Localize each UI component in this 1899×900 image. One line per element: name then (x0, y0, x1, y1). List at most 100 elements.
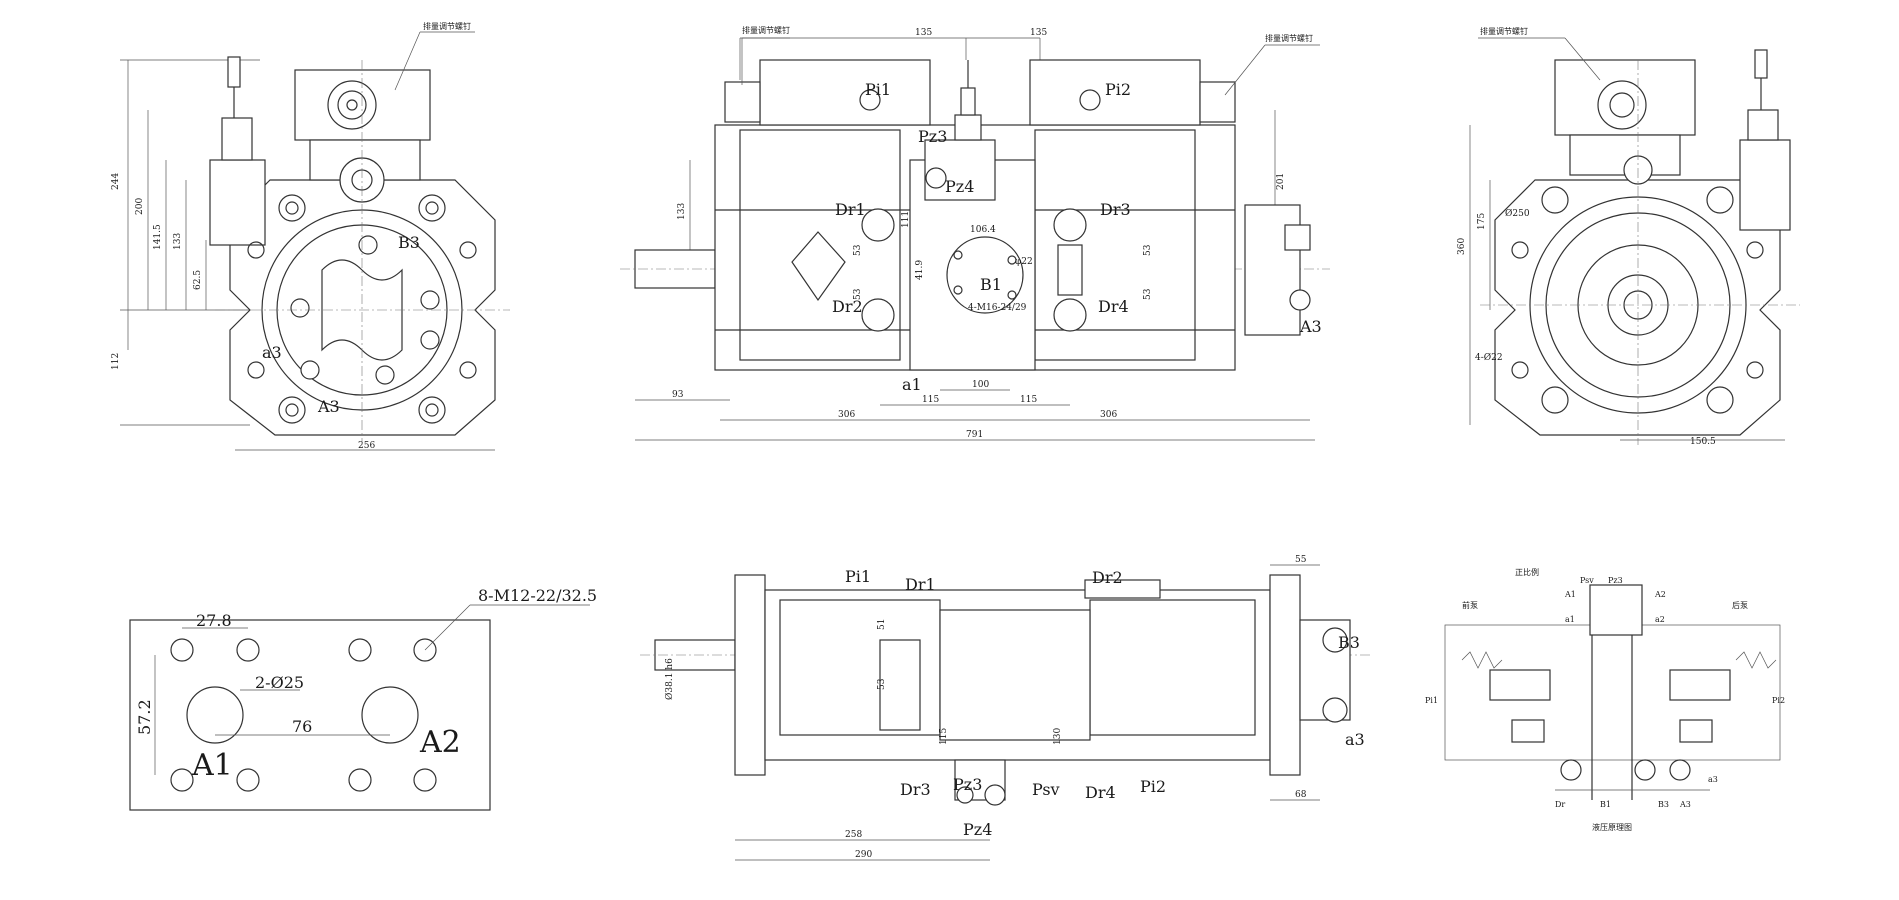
top-dim-53: 53 (877, 678, 887, 690)
port-pi1: Pi1 (865, 80, 891, 99)
schem-a2s: a2 (1655, 615, 1665, 624)
port-dr4: Dr4 (1098, 297, 1129, 316)
dim-306-right: 306 (1100, 410, 1117, 420)
dim-holes: 4-Ø22 (1475, 352, 1503, 363)
port-a1: a1 (902, 375, 922, 394)
port-b3-left: B3 (398, 233, 420, 252)
port-b1: B1 (980, 275, 1002, 294)
top-view: 55 68 258 290 Ø38.1 h6 53 51 130 115 Pi1… (640, 555, 1370, 861)
top-dim-68: 68 (1295, 790, 1307, 800)
top-dim-115: 115 (939, 728, 949, 745)
schem-pi2: Pi2 (1772, 696, 1785, 705)
schem-title: 液压原理图 (1592, 822, 1632, 832)
dim-115-right: 115 (1020, 395, 1037, 405)
flange-dim-27: 27.8 (196, 611, 232, 630)
dim-306-left: 306 (838, 410, 855, 420)
schem-a2: A2 (1654, 590, 1666, 599)
top-port-pz4: Pz4 (963, 820, 992, 839)
top-shaft: Ø38.1 h6 (664, 658, 675, 700)
dim-phi22: φ22 (1015, 257, 1033, 267)
dim-112: 112 (111, 353, 121, 370)
port-a3s-left: a3 (262, 343, 282, 362)
flange-thread: 8-M12-22/32.5 (478, 586, 597, 605)
dim-106: 106.4 (970, 225, 996, 235)
dim-141: 141.5 (153, 224, 163, 250)
note-center-right: 排量调节螺钉 (1265, 33, 1313, 43)
flange-dim-57: 57.2 (135, 699, 154, 735)
port-dr1: Dr1 (835, 200, 866, 219)
top-port-dr4: Dr4 (1085, 783, 1116, 802)
top-port-psv: Psv (1032, 780, 1060, 799)
top-port-dr2: Dr2 (1092, 568, 1123, 587)
schem-psv: Psv (1580, 576, 1594, 585)
top-port-pz3: Pz3 (953, 775, 982, 794)
port-pz4: Pz4 (945, 177, 974, 196)
note-right: 排量调节螺钉 (1480, 26, 1528, 36)
dim-150: 150.5 (1690, 437, 1716, 447)
dim-200: 200 (135, 198, 145, 215)
top-port-a3: a3 (1345, 730, 1365, 749)
port-dr2: Dr2 (832, 297, 863, 316)
port-pz3: Pz3 (918, 127, 947, 146)
schem-pi1: Pi1 (1425, 696, 1438, 705)
dim-115-left: 115 (922, 395, 939, 405)
top-port-pi2: Pi2 (1140, 777, 1166, 796)
dim-360: 360 (1457, 238, 1467, 255)
port-pi2: Pi2 (1105, 80, 1131, 99)
flange-holes: 2-Ø25 (255, 673, 304, 692)
schem-pz3: Pz3 (1608, 576, 1623, 585)
dim-133-center: 133 (677, 203, 687, 220)
top-port-dr3: Dr3 (900, 780, 931, 799)
dim-111: 111 (901, 211, 911, 228)
left-side-view: 244 200 141.5 133 62.5 112 256 (111, 21, 510, 451)
schem-a1s: a1 (1565, 615, 1575, 624)
top-port-b3: B3 (1338, 633, 1360, 652)
dim-175: 175 (1477, 213, 1487, 230)
dim-135-right: 135 (1030, 28, 1047, 38)
dim-133: 133 (173, 233, 183, 250)
note-left: 排量调节螺钉 (423, 21, 471, 31)
top-port-pi1: Pi1 (845, 567, 871, 586)
schem-a1: A1 (1564, 590, 1576, 599)
schem-b3: B3 (1658, 800, 1669, 809)
port-dr3: Dr3 (1100, 200, 1131, 219)
dim-250: Ø250 (1505, 208, 1530, 219)
schem-dr: Dr (1555, 800, 1565, 809)
dim-53-d: 53 (1143, 288, 1153, 300)
dim-53-a: 53 (853, 244, 863, 256)
dim-93: 93 (672, 390, 684, 400)
dim-100: 100 (972, 380, 989, 390)
center-front-view: 135 135 133 201 93 306 306 115 115 100 7… (620, 25, 1330, 441)
port-a3-center: A3 (1299, 317, 1322, 336)
top-dim-130: 130 (1053, 728, 1063, 745)
flange-a2: A2 (419, 725, 461, 760)
schem-front: 前泵 (1462, 600, 1478, 610)
top-dim-51: 51 (877, 619, 887, 630)
bolt-spec: 4-M16-24/29 (968, 303, 1027, 313)
dim-62: 62.5 (193, 270, 203, 290)
hydraulic-schematic: 液压原理图 前泵 后泵 正比例 Psv Pz3 A1 A2 a1 a2 Pi1 … (1425, 567, 1785, 832)
top-port-dr1: Dr1 (905, 575, 936, 594)
right-side-view: 360 175 150.5 排量调节螺钉 Ø250 4-Ø22 (1457, 26, 1800, 447)
dim-41: 41.9 (915, 260, 925, 280)
schem-b1: B1 (1600, 800, 1611, 809)
flange-dim-76: 76 (292, 717, 312, 736)
flange-detail: 27.8 8-M12-22/32.5 2-Ø25 76 57.2 A1 A2 (129, 586, 597, 811)
schem-rear: 后泵 (1732, 600, 1748, 610)
dim-53-b: 53 (853, 288, 863, 300)
top-dim-258: 258 (845, 830, 862, 840)
top-dim-55: 55 (1295, 555, 1307, 565)
schem-a3b: A3 (1679, 800, 1691, 809)
dim-201: 201 (1276, 173, 1286, 190)
dim-244: 244 (111, 173, 121, 190)
schem-a3: a3 (1708, 775, 1718, 784)
schem-tag: 正比例 (1515, 567, 1539, 577)
note-center-left: 排量调节螺钉 (742, 25, 790, 35)
port-a3-left: A3 (317, 397, 340, 416)
dim-791: 791 (966, 430, 983, 440)
top-dim-290: 290 (855, 850, 872, 860)
dim-256: 256 (358, 441, 375, 451)
dim-135-left: 135 (915, 28, 932, 38)
flange-a1: A1 (191, 748, 233, 783)
